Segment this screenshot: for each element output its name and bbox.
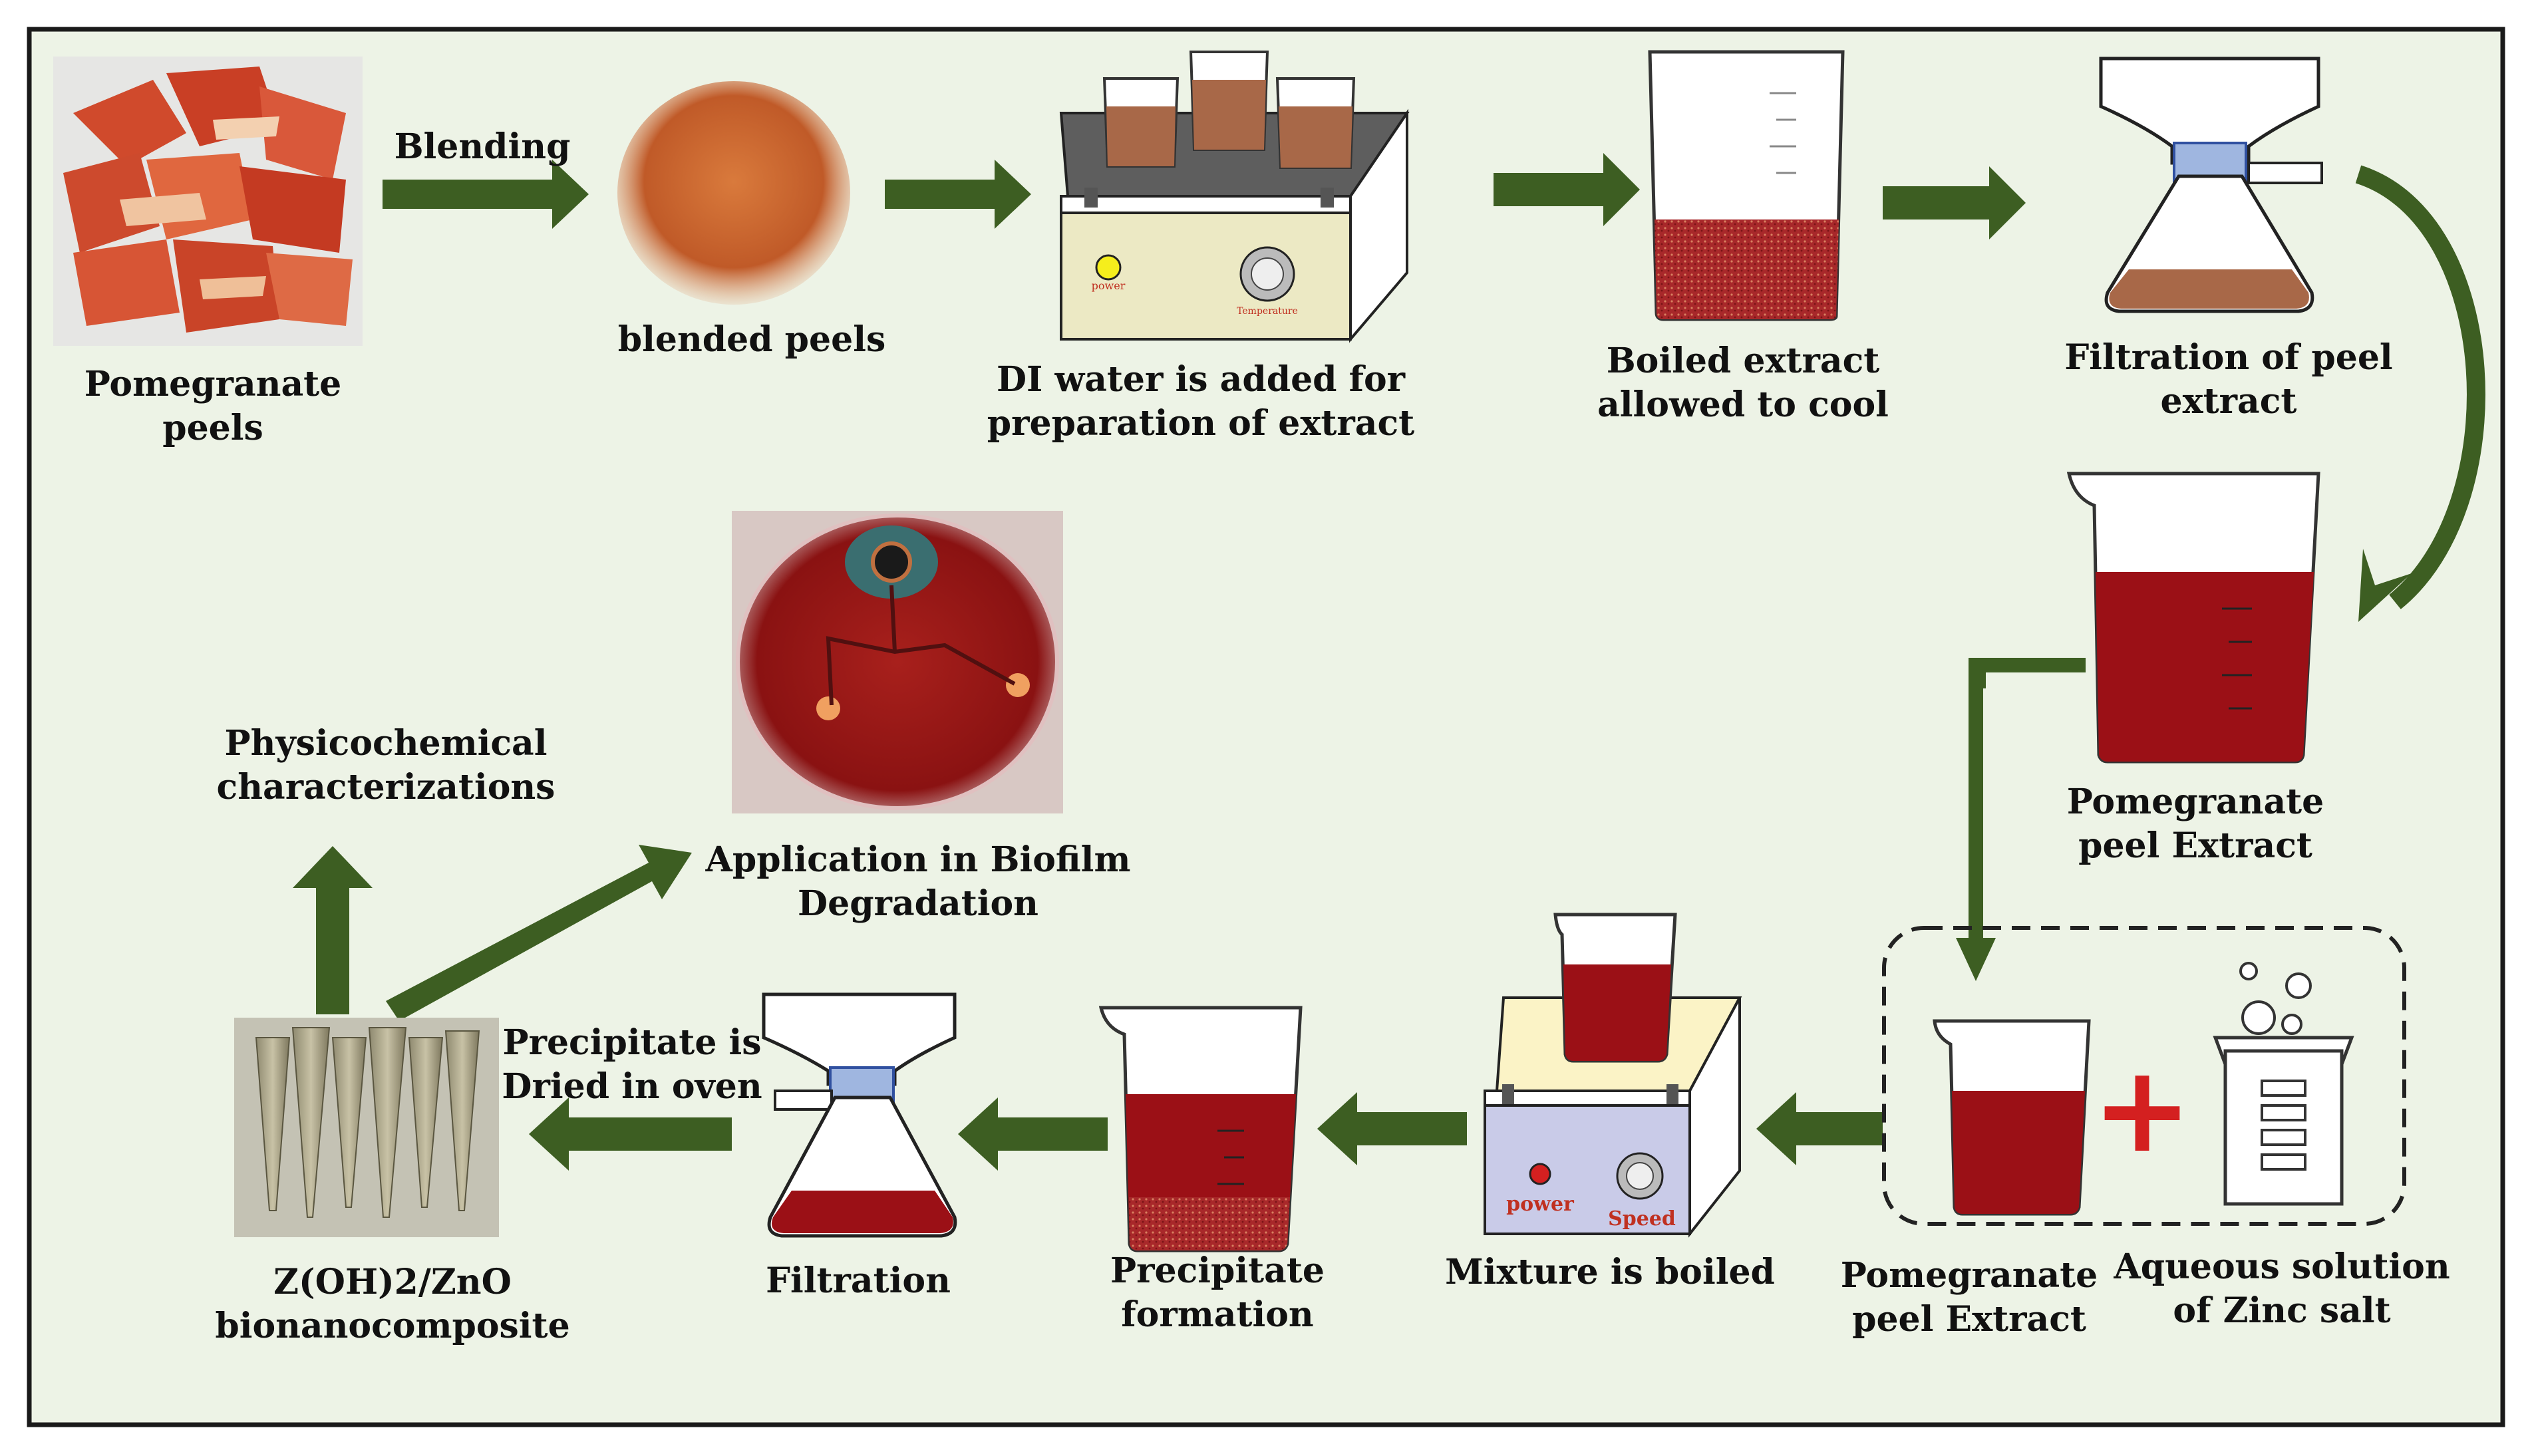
arrow-to-filtration-bottom [958, 1097, 1108, 1171]
heater-temperature-label: Temperature [1237, 306, 1298, 317]
extract-beaker-large [2066, 472, 2320, 764]
precipitate-beaker [1098, 1006, 1303, 1252]
hot-plate-icon [1059, 51, 1410, 343]
arrow-to-boiled [1494, 153, 1640, 226]
arrow-to-stirrer [1756, 1092, 1883, 1165]
flow-arrows [293, 153, 2485, 1171]
petri-dish-photo [732, 511, 1063, 813]
stirrer-power-label: power [1506, 1193, 1575, 1216]
arrow-to-characterization [293, 846, 373, 1014]
plus-sign: + [2092, 1040, 2193, 1179]
arrow-to-heater [885, 160, 1031, 229]
filtration-flask-bottom-icon [762, 992, 957, 1238]
filtration-flask-icon [2099, 57, 2323, 313]
heater-power-label: power [1092, 279, 1126, 292]
zinc-salt-beaker [2213, 962, 2354, 1206]
label-mixture-boiled: Mixture is boiled [1445, 1252, 1775, 1292]
stirrer-speed-label: Speed [1608, 1207, 1676, 1231]
arrow-to-product [529, 1097, 732, 1171]
boiled-extract-beaker [1648, 50, 1845, 321]
elbow-arrow-to-zinc [1969, 658, 2086, 945]
stirrer-plate-icon [1484, 913, 1742, 1238]
label-filtration: Filtration [766, 1260, 951, 1301]
pomegranate-peels-photo [53, 57, 363, 346]
curved-arrowhead [2358, 549, 2412, 622]
extract-beaker-small [1933, 1019, 2091, 1216]
blended-powder [617, 81, 850, 305]
curved-arrow-to-extract [2355, 165, 2485, 609]
sample-tubes-photo [234, 1018, 499, 1237]
arrow-to-biofilm [386, 845, 692, 1021]
label-blending: Blending [394, 126, 571, 167]
arrow-blending [383, 160, 589, 229]
mixing-group-box [1882, 926, 2406, 1226]
arrow-to-precipitate [1317, 1092, 1467, 1165]
elbow-arrowhead [1956, 938, 1996, 981]
label-blended-peels: blended peels [617, 319, 886, 360]
arrow-to-filtration [1883, 166, 2026, 239]
